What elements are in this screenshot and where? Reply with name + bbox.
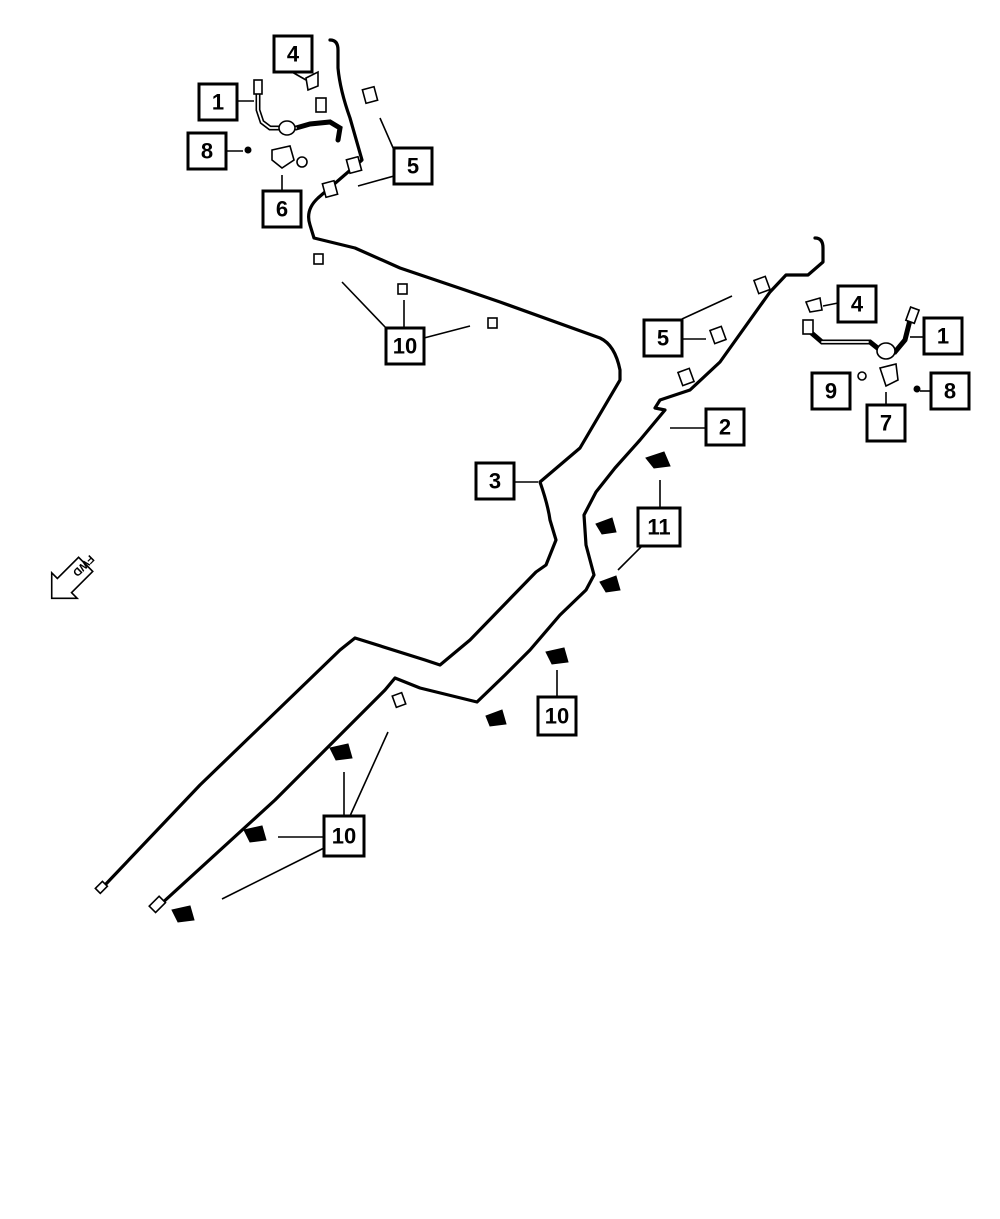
callout-label: 2 <box>719 415 731 440</box>
callout-label: 8 <box>944 379 956 404</box>
callout-1-left: 1 <box>197 82 239 122</box>
callout-5-right: 5 <box>642 318 684 358</box>
callout-10-bottom: 10 <box>322 814 366 858</box>
callout-4-left: 4 <box>272 34 314 74</box>
callout-label: 10 <box>545 704 569 729</box>
callout-label: 8 <box>201 139 213 164</box>
callout-label: 4 <box>851 292 864 317</box>
callout-label: 6 <box>276 197 288 222</box>
callout-label: 5 <box>407 154 419 179</box>
small-parts <box>171 70 921 923</box>
callout-11: 11 <box>636 506 682 548</box>
fwd-arrow-icon: FWD <box>50 552 96 600</box>
callout-label: 9 <box>825 379 837 404</box>
left-brake-hose <box>253 79 343 143</box>
callout-7: 7 <box>865 403 907 443</box>
callout-label: 3 <box>489 469 501 494</box>
callout-2: 2 <box>704 407 746 447</box>
callout-4-right: 4 <box>836 284 878 324</box>
callout-label: 10 <box>393 334 417 359</box>
brake-tube-2 <box>148 236 825 914</box>
callout-label: 1 <box>937 324 949 349</box>
callout-label: 1 <box>212 90 224 115</box>
callout-label: 11 <box>647 515 670 540</box>
callout-1-right: 1 <box>922 316 964 356</box>
callout-10-top: 10 <box>384 326 426 366</box>
callout-9: 9 <box>810 371 852 411</box>
callout-5-left: 5 <box>392 146 434 186</box>
callout-label: 7 <box>880 411 892 436</box>
callout-label: 4 <box>287 42 300 67</box>
callout-8-right: 8 <box>929 371 971 411</box>
callout-6: 6 <box>261 189 303 229</box>
callout-8-left: 8 <box>186 131 228 171</box>
callout-3: 3 <box>474 461 516 501</box>
callout-label: 5 <box>657 326 669 351</box>
callout-10-mid: 10 <box>536 695 578 737</box>
callout-label: 10 <box>332 824 356 849</box>
right-brake-hose <box>802 306 921 360</box>
brake-tube-3 <box>94 38 622 895</box>
